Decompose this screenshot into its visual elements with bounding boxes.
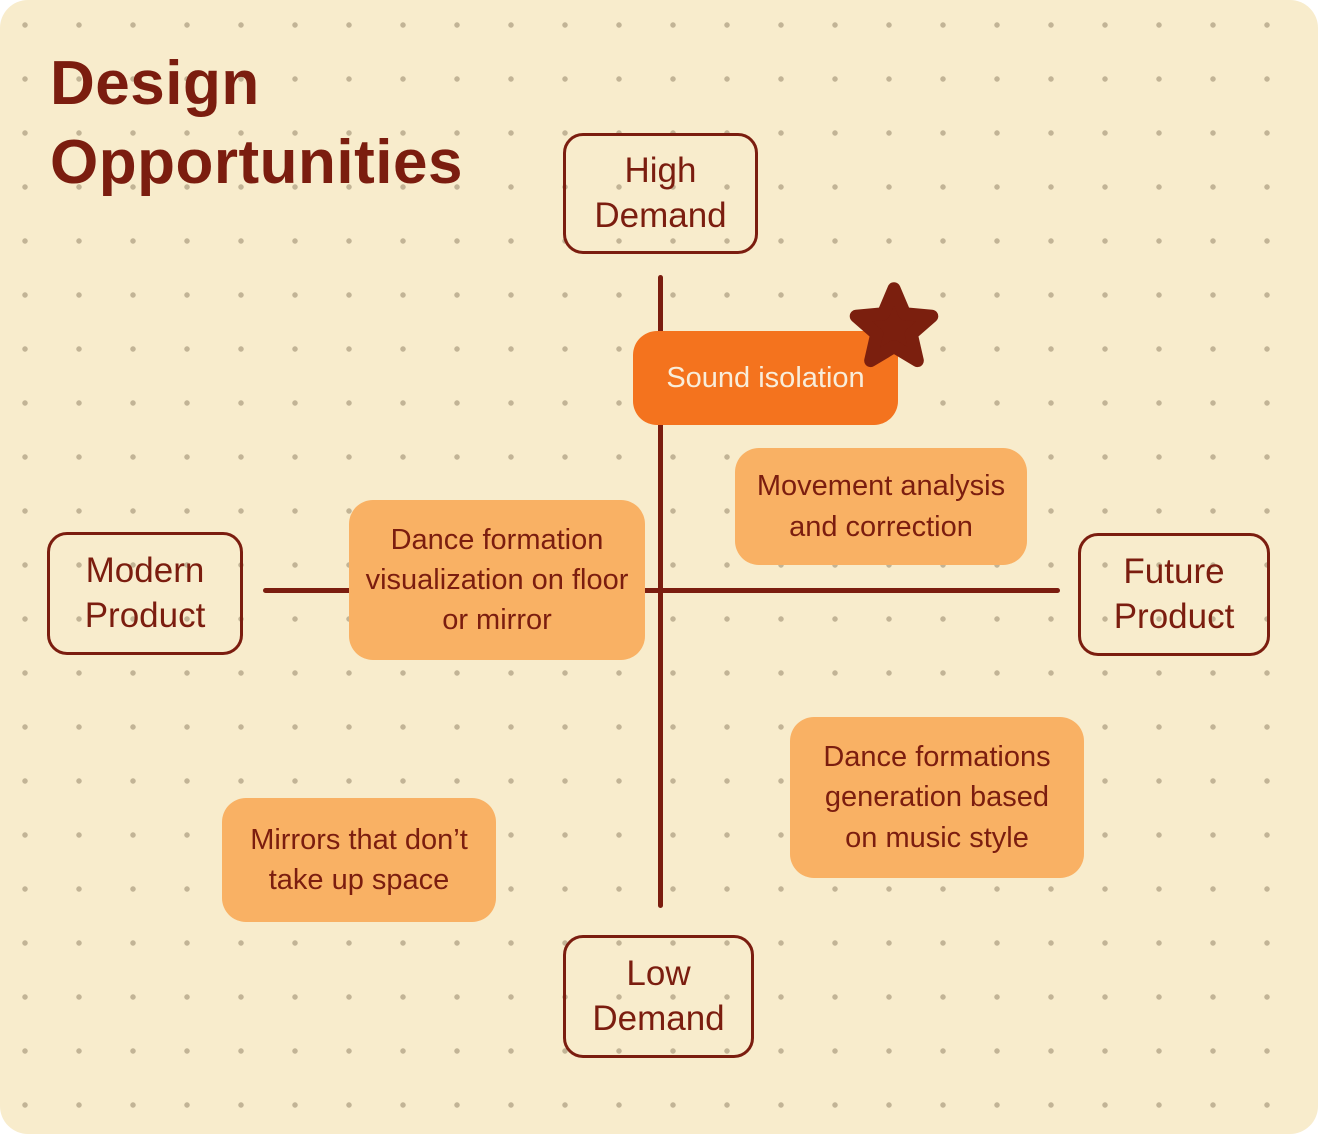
page-title: Design Opportunities: [50, 49, 463, 198]
card-dance-formation-visualization-text: Dance formation visualization on floor o…: [365, 523, 629, 636]
card-dance-formations-generation-text: Dance formations generation based on mus…: [823, 741, 1051, 854]
card-movement-analysis-text: Movement analysis and correction: [756, 470, 1006, 543]
card-movement-analysis[interactable]: Movement analysis and correction: [735, 448, 1027, 565]
card-mirrors-space-text: Mirrors that don’t take up space: [250, 823, 468, 896]
card-mirrors-space[interactable]: Mirrors that don’t take up space: [222, 798, 496, 922]
card-sound-isolation[interactable]: Sound isolation: [633, 331, 898, 425]
card-dance-formation-visualization[interactable]: Dance formation visualization on floor o…: [349, 500, 645, 660]
axis-label-low-demand[interactable]: Low Demand: [563, 935, 754, 1058]
card-dance-formations-generation[interactable]: Dance formations generation based on mus…: [790, 717, 1084, 878]
axis-label-future-product-text: Future Product: [1113, 552, 1235, 636]
axis-label-high-demand-text: High Demand: [594, 151, 727, 235]
star-icon[interactable]: [843, 274, 945, 376]
axis-label-high-demand[interactable]: High Demand: [563, 133, 758, 254]
product-axis-line: [263, 588, 1060, 593]
card-sound-isolation-text: Sound isolation: [666, 361, 865, 394]
axis-label-modern-product[interactable]: Modern Product: [47, 532, 243, 655]
axis-label-low-demand-text: Low Demand: [592, 954, 725, 1038]
axis-label-future-product[interactable]: Future Product: [1078, 533, 1270, 656]
axis-label-modern-product-text: Modern Product: [84, 551, 206, 635]
